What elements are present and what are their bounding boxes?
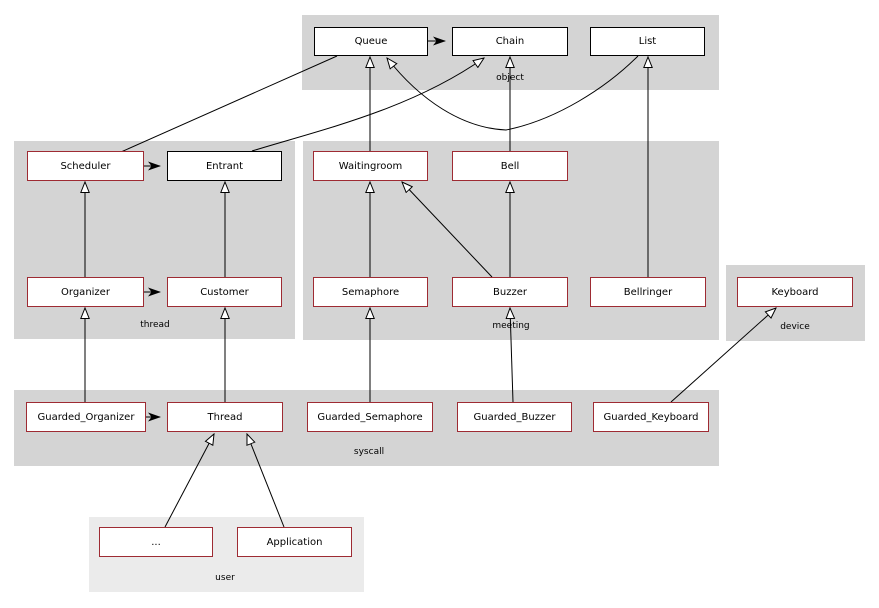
node-buzzer[interactable]: Buzzer <box>452 277 568 307</box>
node-queue[interactable]: Queue <box>314 27 428 56</box>
node-customer[interactable]: Customer <box>167 277 282 307</box>
node-bellringer[interactable]: Bellringer <box>590 277 706 307</box>
node-ellipsis[interactable]: ... <box>99 527 213 557</box>
node-list[interactable]: List <box>590 27 705 56</box>
cluster-object-label: object <box>496 73 524 83</box>
node-guarded-keyboard[interactable]: Guarded_Keyboard <box>593 402 709 432</box>
node-scheduler[interactable]: Scheduler <box>27 151 144 181</box>
node-semaphore[interactable]: Semaphore <box>313 277 428 307</box>
node-entrant[interactable]: Entrant <box>167 151 282 181</box>
cluster-device-label: device <box>780 322 810 332</box>
cluster-meeting-label: meeting <box>492 321 530 331</box>
node-thread[interactable]: Thread <box>167 402 283 432</box>
cluster-user-label: user <box>215 573 235 583</box>
node-waitingroom[interactable]: Waitingroom <box>313 151 428 181</box>
node-guarded-buzzer[interactable]: Guarded_Buzzer <box>457 402 572 432</box>
node-application[interactable]: Application <box>237 527 352 557</box>
node-bell[interactable]: Bell <box>452 151 568 181</box>
node-keyboard[interactable]: Keyboard <box>737 277 853 307</box>
cluster-thread-label: thread <box>140 320 170 330</box>
node-organizer[interactable]: Organizer <box>27 277 144 307</box>
node-guarded-semaphore[interactable]: Guarded_Semaphore <box>307 402 433 432</box>
node-chain[interactable]: Chain <box>452 27 568 56</box>
cluster-syscall-label: syscall <box>353 447 385 457</box>
node-guarded-organizer[interactable]: Guarded_Organizer <box>26 402 146 432</box>
